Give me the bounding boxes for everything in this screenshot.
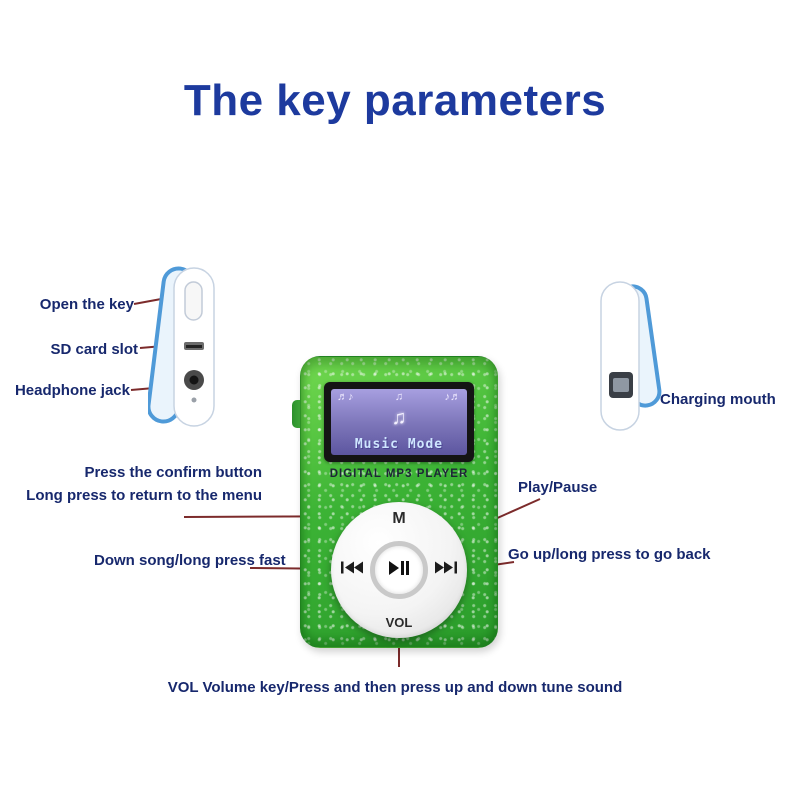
mp3-player-front: ♬♪ ♫ ♪♬ ♫ Music Mode DIGITAL MP3 PLAYER … bbox=[292, 356, 498, 648]
control-disc: M VOL bbox=[331, 502, 467, 638]
reset-hole bbox=[191, 397, 197, 403]
headphone-jack-hole bbox=[189, 375, 199, 385]
play-pause-icon bbox=[389, 560, 409, 580]
label-headphone-jack: Headphone jack bbox=[14, 382, 130, 399]
brand-text: DIGITAL MP3 PLAYER bbox=[329, 468, 469, 480]
usb-charging-port-inner bbox=[613, 378, 629, 392]
label-charging-mouth: Charging mouth bbox=[660, 391, 776, 408]
label-volume-key: VOL Volume key/Press and then press up a… bbox=[167, 679, 623, 696]
label-sd-card-slot: SD card slot bbox=[50, 341, 138, 358]
side-view-left bbox=[148, 260, 232, 434]
big-music-note-icon: ♫ bbox=[391, 406, 407, 429]
music-notes-icon: ♪♬ bbox=[444, 391, 462, 403]
page-title: The key parameters bbox=[183, 76, 607, 125]
open-key-button bbox=[184, 281, 203, 321]
label-confirm-line1: Press the confirm button bbox=[84, 464, 262, 481]
label-confirm-button: Press the confirm button Long press to r… bbox=[20, 461, 262, 507]
screen-mode-text: Music Mode bbox=[354, 437, 444, 452]
screen-bezel: ♬♪ ♫ ♪♬ ♫ Music Mode bbox=[324, 382, 474, 462]
label-open-the-key: Open the key bbox=[39, 296, 134, 313]
next-track-icon bbox=[435, 561, 457, 580]
label-go-up: Go up/long press to go back bbox=[508, 546, 711, 563]
volume-button: VOL bbox=[385, 615, 413, 630]
label-play-pause: Play/Pause bbox=[518, 479, 598, 496]
previous-track-icon bbox=[341, 561, 363, 580]
label-confirm-line2: Long press to return to the menu bbox=[26, 487, 262, 504]
side-view-right bbox=[585, 276, 665, 436]
menu-button: M bbox=[392, 510, 406, 527]
screen-status-row: ♬♪ ♫ ♪♬ bbox=[337, 391, 461, 403]
music-notes-icon: ♬♪ bbox=[337, 391, 354, 403]
device-body-right bbox=[600, 281, 640, 431]
sd-card-slot-opening bbox=[186, 345, 202, 348]
play-pause-button bbox=[370, 541, 428, 599]
headphone-jack-side bbox=[292, 400, 302, 428]
screen-display: ♬♪ ♫ ♪♬ ♫ Music Mode bbox=[331, 389, 467, 455]
label-down-song: Down song/long press fast bbox=[94, 552, 286, 569]
music-note-icon: ♫ bbox=[394, 391, 404, 403]
